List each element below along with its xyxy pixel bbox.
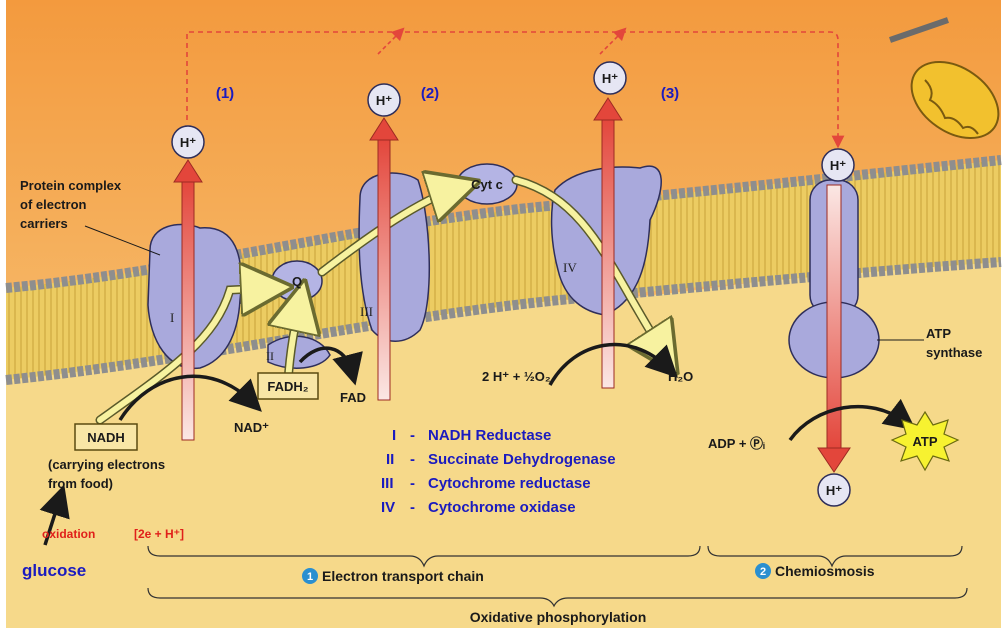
cyt-c-label: Cyt c: [471, 177, 503, 192]
svg-text:H⁺: H⁺: [830, 158, 846, 173]
svg-text:Cytochrome oxidase: Cytochrome oxidase: [428, 499, 576, 516]
chemiosmosis-label: Chemiosmosis: [775, 563, 875, 579]
atp-star: ATP: [892, 412, 958, 470]
complex-ii-label: II: [266, 349, 274, 363]
water-reactants-label: 2 H⁺ + ½O₂: [482, 369, 551, 384]
fadh2-label: FADH₂: [267, 379, 308, 394]
complex-iii-label: III: [360, 304, 373, 319]
svg-text:II: II: [386, 451, 394, 468]
svg-text:Cytochrome reductase: Cytochrome reductase: [428, 475, 591, 492]
oxidation-detail: [2e + H⁺]: [134, 527, 184, 541]
proton-circle-3: H⁺: [594, 62, 626, 94]
etc-label: Electron transport chain: [322, 568, 484, 584]
nadh-note-2: from food): [48, 476, 113, 491]
proton-circle-5: H⁺: [818, 474, 850, 506]
nadh-note-1: (carrying electrons: [48, 457, 165, 472]
svg-text:III: III: [381, 475, 394, 492]
svg-text:Succinate Dehydrogenase: Succinate Dehydrogenase: [428, 451, 616, 468]
svg-text:NADH Reductase: NADH Reductase: [428, 427, 551, 444]
water-label: H₂O: [668, 369, 693, 384]
svg-text:ATP: ATP: [912, 434, 937, 449]
adp-label: ADP + Ⓟᵢ: [708, 436, 765, 451]
proton-circle-1: H⁺: [172, 126, 204, 158]
svg-text:of electron: of electron: [20, 197, 87, 212]
nadh-label: NADH: [87, 430, 125, 445]
oxphos-label: Oxidative phosphorylation: [470, 609, 647, 625]
proton-circle-4: H⁺: [822, 149, 854, 181]
oxidation-label: oxidation: [42, 527, 95, 541]
svg-text:-: -: [410, 475, 415, 492]
atp-synthase-label-1: ATP: [926, 326, 951, 341]
step-label-2: (2): [421, 85, 439, 102]
svg-text:H⁺: H⁺: [602, 71, 618, 86]
svg-text:H⁺: H⁺: [826, 483, 842, 498]
complex-iv-label: IV: [563, 260, 577, 275]
svg-text:H⁺: H⁺: [180, 135, 196, 150]
chemiosmosis-number-badge: 2: [755, 563, 771, 579]
svg-text:2: 2: [760, 566, 766, 578]
proton-circle-2: H⁺: [368, 84, 400, 116]
svg-text:carriers: carriers: [20, 216, 68, 231]
svg-text:-: -: [410, 451, 415, 468]
complex-i-label: I: [170, 310, 174, 325]
svg-text:I: I: [392, 427, 396, 444]
nad-label: NAD⁺: [234, 420, 269, 435]
svg-text:-: -: [410, 499, 415, 516]
glucose-label: glucose: [22, 561, 86, 580]
svg-text:IV: IV: [381, 499, 395, 516]
svg-text:Protein complex: Protein complex: [20, 178, 122, 193]
step-label-3: (3): [661, 85, 679, 102]
svg-text:H⁺: H⁺: [376, 93, 392, 108]
svg-text:1: 1: [307, 571, 313, 583]
svg-text:-: -: [410, 427, 415, 444]
atp-synthase-label-2: synthase: [926, 345, 982, 360]
etc-number-badge: 1: [302, 568, 318, 584]
step-label-1: (1): [216, 85, 234, 102]
q-label: Q: [292, 274, 302, 289]
fad-label: FAD: [340, 390, 366, 405]
